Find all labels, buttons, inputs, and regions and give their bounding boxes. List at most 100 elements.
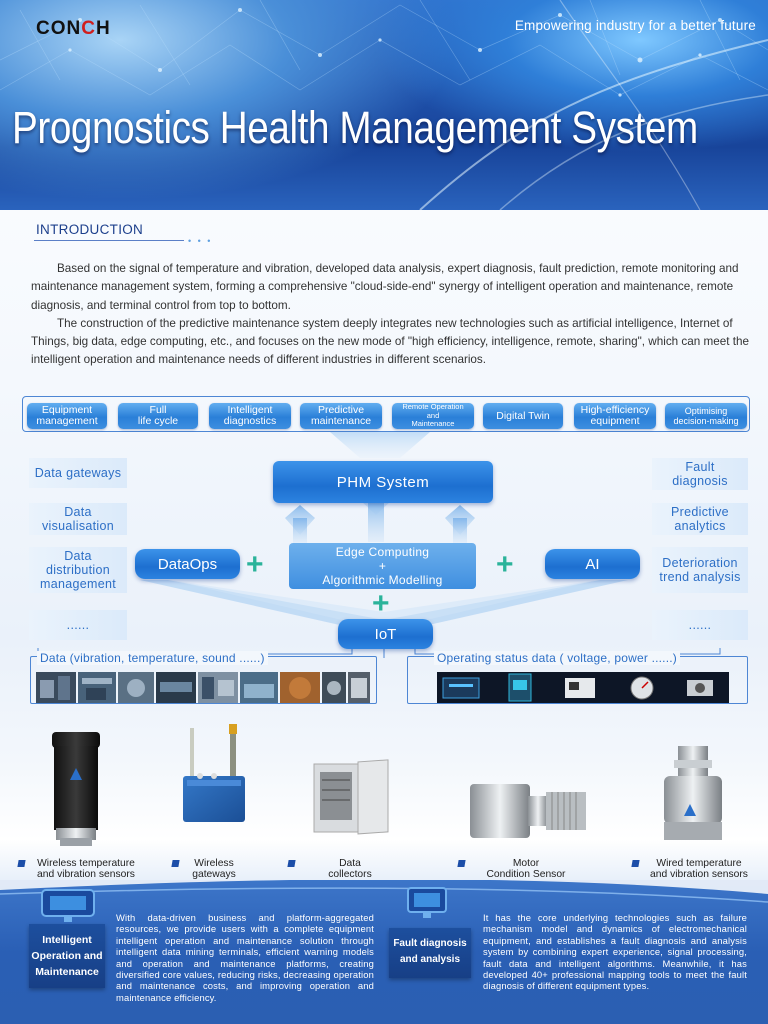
side-line: management bbox=[40, 577, 116, 591]
side-line: Fault bbox=[685, 460, 715, 474]
pill-digital-twin: Digital Twin bbox=[483, 403, 563, 429]
introduction-heading: INTRODUCTION bbox=[36, 222, 144, 237]
page-title: Prognostics Health Management System bbox=[12, 102, 698, 153]
sensor-data-label: Data (vibration, temperature, sound ....… bbox=[37, 651, 268, 665]
left-item-more: ...... bbox=[29, 610, 127, 640]
dataops-box: DataOps bbox=[135, 549, 240, 579]
pill-line: High-efficiency bbox=[580, 404, 650, 416]
bottom-wave-graphic bbox=[0, 880, 768, 903]
edge-line: Algorithmic Modelling bbox=[322, 573, 443, 587]
pill-line: Intelligent bbox=[227, 404, 273, 416]
pill-line: Full bbox=[149, 404, 167, 416]
data-collector-image bbox=[313, 759, 389, 835]
bullet-icon bbox=[631, 860, 640, 867]
status-data-label: Operating status data ( voltage, power .… bbox=[434, 651, 680, 665]
side-line: Data gateways bbox=[34, 466, 122, 480]
edge-computing-box: Edge Computing+Algorithmic Modelling bbox=[289, 543, 476, 589]
side-line: ...... bbox=[66, 618, 90, 632]
intro-paragraph: The construction of the predictive maint… bbox=[31, 316, 749, 367]
capabilities-bar bbox=[22, 396, 750, 432]
device-line: Motor bbox=[512, 858, 540, 869]
pill-line: and bbox=[426, 410, 440, 420]
heading-dots-decoration: • • • bbox=[188, 236, 213, 246]
logo-text-right: H bbox=[95, 18, 111, 39]
pill-line: Equipment bbox=[41, 404, 93, 416]
pill-line: decision-making bbox=[673, 416, 739, 426]
conch-logo: CONCH bbox=[36, 18, 111, 40]
device-line: Condition Sensor bbox=[486, 869, 566, 880]
status-screens-strip bbox=[437, 672, 729, 703]
pill-line: Maintenance bbox=[411, 419, 455, 429]
device-line: Wireless temperature bbox=[37, 858, 135, 869]
ai-box: AI bbox=[545, 549, 640, 579]
device-line: and vibration sensors bbox=[37, 869, 135, 880]
plus-icon: + bbox=[496, 548, 514, 581]
edge-line: + bbox=[378, 559, 387, 573]
pill-line: Predictive bbox=[317, 404, 365, 416]
badge-line: Fault diagnosis bbox=[393, 938, 467, 949]
bullet-icon bbox=[287, 860, 296, 867]
side-line: diagnosis bbox=[672, 474, 728, 488]
side-line: trend analysis bbox=[659, 570, 741, 584]
fault-diagnosis-description: It has the core underlying technologies … bbox=[483, 912, 747, 992]
monitor-icon bbox=[41, 889, 95, 922]
intro-paragraph: Based on the signal of temperature and v… bbox=[31, 262, 739, 312]
monitor-icon bbox=[407, 887, 447, 918]
device-line: gateways bbox=[192, 869, 236, 880]
device-images bbox=[52, 724, 722, 846]
side-line: analytics bbox=[674, 519, 726, 533]
wireless-gateway-image bbox=[183, 724, 245, 822]
pill-line: equipment bbox=[590, 415, 640, 427]
intelligent-om-description: With data-driven business and platform-a… bbox=[116, 912, 374, 1003]
bullet-icon bbox=[457, 860, 466, 867]
device-line: Wired temperature bbox=[656, 858, 742, 869]
logo-text-accent: C bbox=[81, 18, 96, 39]
iot-box: IoT bbox=[338, 619, 433, 649]
header-banner: CONCH Empowering industry for a better f… bbox=[0, 0, 768, 210]
wireless-temperature-sensor-image bbox=[52, 732, 100, 846]
slogan: Empowering industry for a better future bbox=[514, 18, 756, 33]
plus-icon: + bbox=[372, 587, 390, 620]
network-background-graphic bbox=[0, 0, 768, 210]
pill-line: life cycle bbox=[137, 415, 179, 427]
motor-condition-sensor-image bbox=[470, 784, 586, 838]
logo-text-left: CON bbox=[36, 18, 82, 39]
side-line: distribution bbox=[45, 563, 111, 577]
device-line: Wireless bbox=[194, 858, 234, 869]
introduction-text: Based on the signal of temperature and v… bbox=[31, 260, 749, 370]
phm-system-box: PHM System bbox=[273, 461, 493, 503]
pill-line: Digital Twin bbox=[496, 409, 550, 422]
device-line: collectors bbox=[328, 869, 372, 880]
pill-line: diagnostics bbox=[223, 415, 277, 427]
right-item-more: ...... bbox=[652, 610, 748, 640]
side-line: visualisation bbox=[42, 519, 114, 533]
badge-line: Maintenance bbox=[35, 966, 99, 978]
heading-underline bbox=[34, 240, 184, 241]
side-line: Deterioration bbox=[662, 556, 738, 570]
bottom-panel bbox=[0, 880, 768, 1024]
bullet-icon bbox=[17, 860, 26, 867]
badge-line: Operation and bbox=[31, 950, 103, 962]
wired-sensor-image bbox=[664, 746, 722, 840]
side-line: Predictive bbox=[671, 505, 729, 519]
device-line: Data bbox=[339, 858, 361, 869]
pill-line: Optimising bbox=[684, 406, 728, 416]
